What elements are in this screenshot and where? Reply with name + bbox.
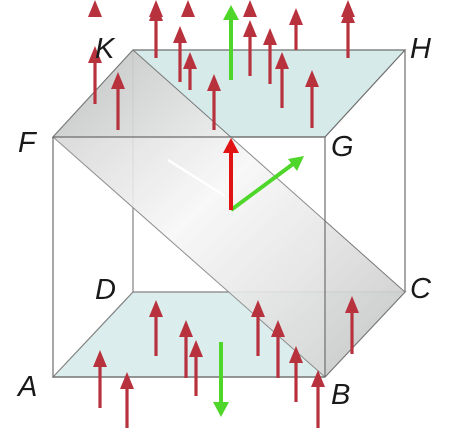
vertex-label-C: C: [410, 273, 432, 305]
field-arrow: [263, 28, 277, 84]
slab-highlight: [167, 158, 226, 198]
field-arrow: [149, 300, 163, 356]
field-arrow: [341, 6, 355, 58]
field-arrow: [120, 372, 134, 428]
field-arrow: [93, 350, 107, 408]
force-arrow-up: [223, 5, 239, 80]
field-arrow: [181, 0, 195, 17]
field-arrow: [271, 320, 285, 378]
field-arrow: [251, 300, 265, 356]
force-arrow-down: [213, 342, 229, 417]
vertex-label-B: B: [331, 379, 350, 411]
field-arrows-back: [88, 0, 355, 17]
field-arrow: [311, 370, 325, 428]
vertex-label-D: D: [95, 274, 116, 306]
field-arrows-front: [88, 4, 359, 428]
field-arrow: [345, 296, 359, 354]
field-arrow: [243, 0, 257, 17]
vertex-label-F: F: [18, 127, 38, 159]
slab-front-face: [52, 49, 406, 378]
vertex-label-A: A: [16, 371, 37, 403]
field-arrow: [289, 8, 303, 50]
field-arrow: [305, 70, 319, 128]
field-arrow: [289, 346, 303, 402]
field-arrow: [183, 52, 197, 90]
field-arrow: [88, 0, 102, 17]
vertex-label-H: H: [410, 33, 431, 65]
field-arrow: [111, 72, 125, 130]
field-arrow: [88, 46, 102, 104]
field-arrow: [207, 74, 221, 130]
field-arrow: [149, 4, 163, 58]
normal-arrow: [223, 138, 239, 210]
vertex-label-G: G: [331, 131, 354, 163]
field-arrow: [173, 26, 187, 82]
vertex-label-K: K: [95, 33, 116, 65]
force-arrow-diagonal: [229, 156, 304, 212]
field-arrow: [243, 20, 257, 76]
field-arrow: [189, 340, 203, 396]
field-arrow: [275, 52, 289, 108]
field-arrow: [179, 320, 193, 378]
